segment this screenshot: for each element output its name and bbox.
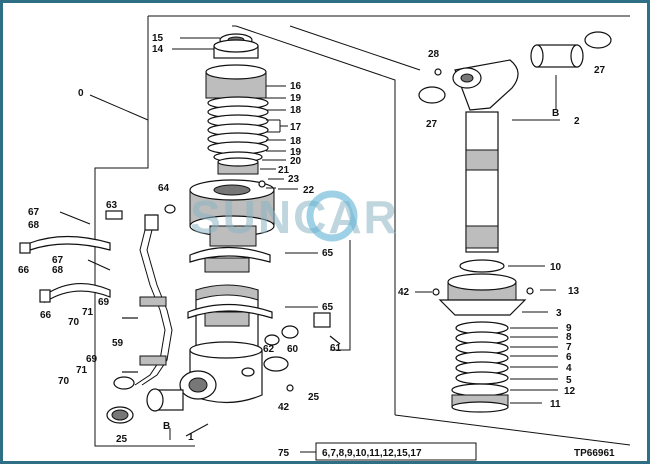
callout-17: 17 [290,122,302,133]
callout-19a: 19 [290,93,302,104]
callout-71a: 71 [82,307,94,318]
callout-68a: 68 [28,220,40,231]
kit-number: 75 [278,448,290,459]
callout-63: 63 [106,200,118,211]
callout-23: 23 [288,174,300,185]
callout-65a: 65 [322,248,334,259]
callout-19b: 19 [290,147,302,158]
callout-59: 59 [112,338,124,349]
callout-69a: 69 [98,297,110,308]
callout-66a: 66 [18,265,30,276]
reference-code: TP66961 [574,448,615,459]
callout-14: 14 [152,44,164,55]
callout-28: 28 [428,49,440,60]
callout-7: 7 [566,342,572,353]
rod-assembly [418,31,612,413]
kit-contents: 6,7,8,9,10,11,12,15,17 [322,448,422,459]
callout-bA: B [163,421,170,432]
gland-stack [189,33,276,247]
callout-11: 11 [550,399,561,410]
callout-9: 9 [566,323,572,334]
callout-65b: 65 [322,302,334,313]
callout-8: 8 [566,332,572,343]
callout-68b: 68 [52,265,64,276]
callout-67a: 67 [28,207,40,218]
callout-16: 16 [290,81,302,92]
callout-22: 22 [303,185,315,196]
callout-0: 0 [78,88,84,99]
watermark-text: SUNCAR [190,191,399,243]
callout-70b: 70 [58,376,70,387]
callout-6: 6 [566,352,572,363]
callout-12: 12 [564,386,576,397]
callout-5: 5 [566,375,572,386]
pipe-and-clamps [19,204,176,390]
callout-27b: 27 [594,65,606,76]
callout-20: 20 [290,156,302,167]
callout-42b: 42 [398,287,410,298]
callout-70a: 70 [68,317,80,328]
callout-25b: 25 [308,392,320,403]
kit-box [315,442,477,461]
callout-42a: 42 [278,402,290,413]
callout-10: 10 [550,262,562,273]
callout-60: 60 [287,344,299,355]
watermark-logo-icon [306,190,358,242]
callout-4: 4 [566,363,572,374]
callout-labels: 15 14 16 19 18 17 18 19 20 21 23 22 0 64… [18,33,615,459]
callout-62: 62 [263,344,275,355]
callout-67b: 67 [52,255,64,266]
callout-bB: B [552,108,559,119]
callout-15: 15 [152,33,164,44]
callout-61: 61 [330,343,342,354]
callout-66b: 66 [40,310,52,321]
callout-18a: 18 [290,105,302,116]
callout-1: 1 [188,432,194,443]
assembly-outline [94,15,631,447]
cylinder-body [106,246,273,424]
callout-64: 64 [158,183,170,194]
callout-21: 21 [278,165,290,176]
callout-2: 2 [574,116,580,127]
callout-3: 3 [556,308,562,319]
callout-13: 13 [568,286,580,297]
leader-lines [89,37,560,453]
callout-18b: 18 [290,136,302,147]
callout-71b: 71 [76,365,88,376]
callout-25a: 25 [116,434,128,445]
callout-27a: 27 [426,119,438,130]
valve-parts [263,312,341,392]
callout-69b: 69 [86,354,98,365]
